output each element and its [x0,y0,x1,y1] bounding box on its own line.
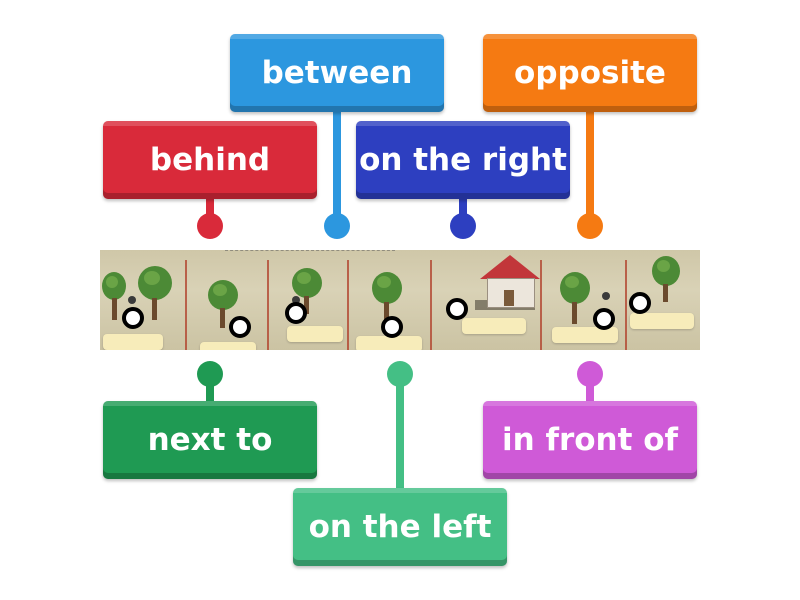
person-figure [128,296,136,304]
label-next-to[interactable]: next to [103,401,317,479]
label-in-front-of[interactable]: in front of [483,401,697,479]
opposite-pin [577,213,603,239]
drop-target-1[interactable] [122,307,144,329]
house-roof [480,255,540,279]
label-opposite[interactable]: opposite [483,34,697,112]
between-connector [333,110,341,228]
drop-target-6[interactable] [593,308,615,330]
next-to-connector [206,374,214,404]
answer-pad [356,336,422,350]
drop-target-3[interactable] [285,302,307,324]
on-the-left-connector [396,374,404,490]
handwriting-mark [225,250,395,255]
drop-target-2[interactable] [229,316,251,338]
person-figure [292,296,300,304]
person-figure [602,292,610,300]
opposite-connector [586,110,594,228]
panel-divider [540,260,542,350]
drop-target-7[interactable] [629,292,651,314]
behind-pin [197,213,223,239]
scene-image [100,250,700,350]
panel-divider [347,260,349,350]
in-front-of-connector [586,374,594,404]
in-front-of-pin [577,361,603,387]
next-to-pin [197,361,223,387]
panel-divider [430,260,432,350]
drop-target-5[interactable] [446,298,468,320]
label-between[interactable]: between [230,34,444,112]
panel-divider [267,260,269,350]
label-behind[interactable]: behind [103,121,317,199]
panel-divider [185,260,187,350]
answer-pad [630,313,694,329]
answer-pad [287,326,343,342]
answer-pad [103,334,163,350]
between-pin [324,213,350,239]
drop-target-4[interactable] [381,316,403,338]
house-door [504,290,514,306]
on-the-right-pin [450,213,476,239]
panel-divider [625,260,627,350]
on-the-left-pin [387,361,413,387]
label-on-the-left[interactable]: on the left [293,488,507,566]
answer-pad [552,327,618,343]
answer-pad [200,342,256,350]
label-on-the-right[interactable]: on the right [356,121,570,199]
answer-pad [462,318,526,334]
